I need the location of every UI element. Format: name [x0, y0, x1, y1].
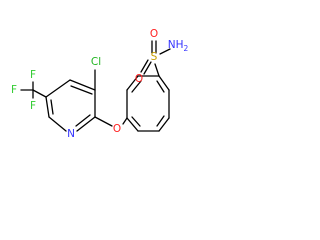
atom-labels: F F F Cl N O S O O NH2	[11, 28, 189, 140]
bond-c2-n-inner	[75, 114, 91, 127]
bond-b2-b3-inner	[131, 80, 142, 93]
bond-s-o-bottom-b	[143, 61, 152, 75]
atom-f-top: F	[30, 69, 36, 81]
bond-b7-b1-close	[126, 117, 139, 132]
atom-cl: Cl	[91, 56, 101, 68]
atom-nh2-subscript: 2	[183, 44, 188, 53]
chemical-structure: F F F Cl N O S O O NH2	[11, 28, 189, 140]
bond-c5-c4	[45, 79, 71, 98]
sulfonamide-bonds	[140, 40, 171, 77]
atom-o-bottom: O	[135, 73, 143, 85]
bond-cf3-c5	[32, 89, 47, 98]
bond-b7-b1-inner	[131, 116, 141, 127]
bond-c2-o	[94, 116, 113, 127]
bond-c4-c3-inner	[70, 85, 93, 95]
bond-c2-n-outer	[76, 116, 96, 132]
atom-n-ring: N	[67, 128, 75, 140]
bond-s-o-bottom-a	[140, 59, 149, 73]
ether-bonds	[94, 116, 128, 127]
pyridine-ring-bonds	[45, 69, 96, 132]
atom-f-left: F	[11, 84, 17, 96]
atom-s: S	[151, 51, 158, 63]
bond-c6-c5-outer	[45, 96, 50, 118]
bond-b6-b7-inner	[156, 115, 165, 127]
bond-b4-b5-inner	[156, 80, 165, 93]
atom-nh2-main: NH	[168, 39, 184, 51]
atom-o-top: O	[150, 28, 158, 40]
bond-b4-s	[154, 63, 160, 77]
atom-f-bottom: F	[30, 100, 36, 112]
bond-b2-b3-outer	[126, 75, 139, 91]
bond-c4-c3-outer	[69, 79, 96, 91]
bond-n-c6	[48, 116, 67, 132]
atom-o-ether: O	[113, 123, 121, 135]
bond-b4-b5-outer	[158, 75, 170, 91]
bond-s-n	[159, 48, 171, 55]
bond-b6-b7-outer	[158, 117, 170, 132]
atom-nh2: NH2	[168, 39, 189, 53]
cf3-bonds	[20, 81, 47, 99]
benzene-ring-bonds	[126, 75, 170, 132]
bond-o-c1	[122, 117, 128, 125]
bond-c6-c5-inner	[50, 99, 54, 115]
